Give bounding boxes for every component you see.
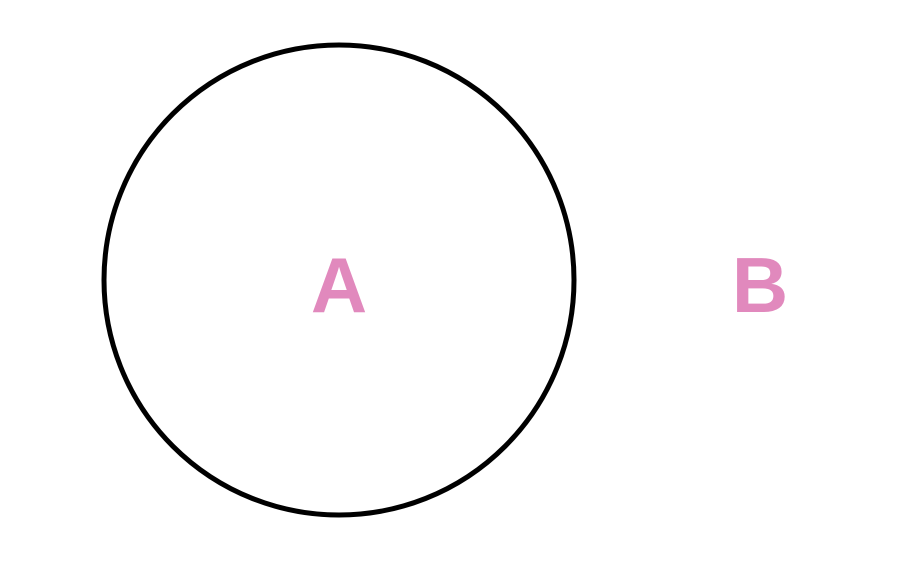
label-a: A — [311, 241, 367, 329]
label-b: B — [732, 241, 788, 329]
set-a-circle — [101, 42, 577, 518]
